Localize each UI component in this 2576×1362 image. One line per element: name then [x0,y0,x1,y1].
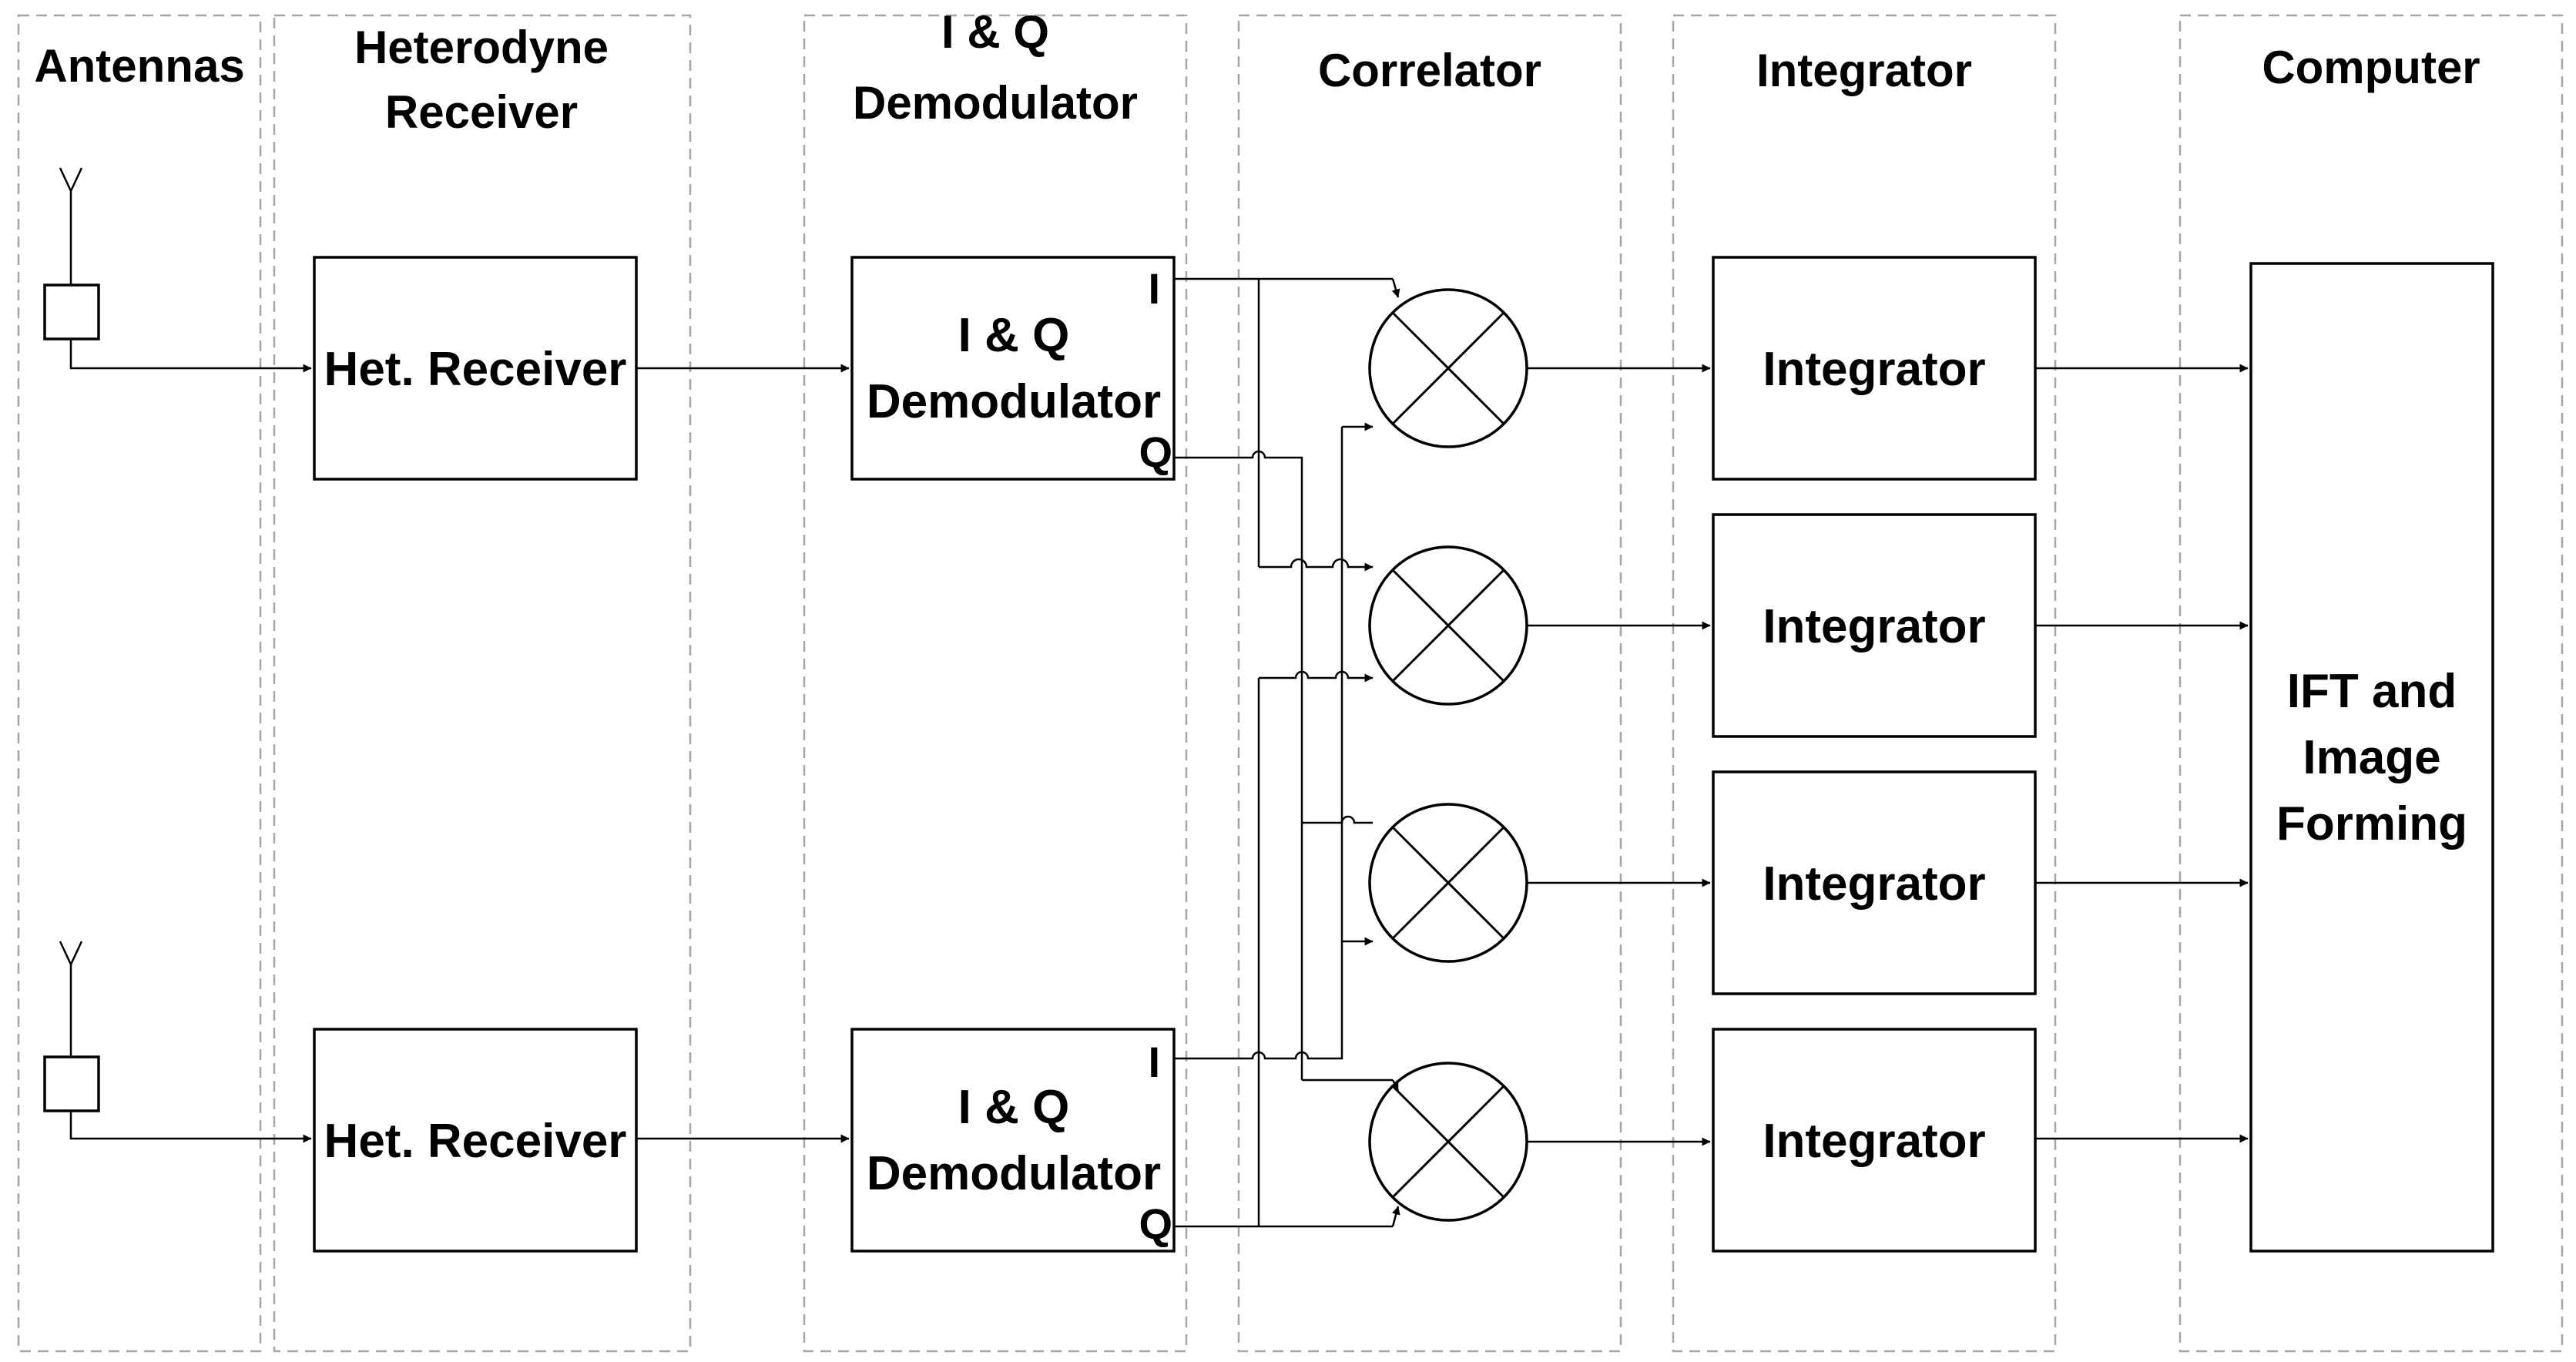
het-receiver-top [313,256,638,481]
port-q-bottom: Q [1139,1199,1172,1248]
integrator-3 [1712,770,2037,995]
heterodyne-panel [273,14,692,1353]
mixer-2 [1368,545,1528,706]
het-receiver-bottom-label: Het. Receiver [324,1115,627,1168]
header-iq-line1: I & Q [941,6,1049,58]
iq-demodulator-top-label-line2: Demodulator [867,375,1161,428]
integrator-1-label: Integrator [1763,343,1985,396]
computer-panel [2179,14,2564,1353]
correlator-panel [1237,14,1622,1353]
mixer-4 [1368,1062,1528,1222]
iq-demodulator-top [850,256,1176,481]
integrator-2 [1712,513,2037,738]
computer-label-line2: Image [2303,731,2440,784]
signal-wires [69,277,2249,1228]
port-q-top: Q [1139,428,1172,476]
iq-demodulator-top-label-line1: I & Q [958,309,1070,362]
antennas-panel [17,14,262,1353]
iq-panel [803,14,1188,1353]
antenna-icon-bottom [43,941,100,1112]
port-i-top: I [1148,264,1160,313]
integrator-3-label: Integrator [1763,857,1985,911]
header-iq-line2: Demodulator [853,77,1138,129]
integrator-4 [1712,1028,2037,1253]
header-correlator: Correlator [1318,45,1541,96]
header-antennas: Antennas [34,40,244,92]
integrator-2-label: Integrator [1763,600,1985,653]
het-receiver-bottom [313,1028,638,1253]
port-i-bottom: I [1148,1038,1160,1086]
computer-box [2249,262,2494,1253]
mixer-3 [1368,803,1528,963]
header-computer: Computer [2262,42,2480,93]
integrator-4-label: Integrator [1763,1115,1985,1168]
iq-demodulator-bottom-label-line1: I & Q [958,1081,1070,1134]
integrator-panel [1672,14,2057,1353]
header-heterodyne-line1: Heterodyne [354,22,609,73]
antenna-icon-top [43,167,100,340]
computer-label-line1: IFT and [2287,665,2457,718]
computer-label-line3: Forming [2276,797,2467,850]
mixer-1 [1368,288,1528,448]
iq-demodulator-bottom [850,1028,1176,1253]
header-heterodyne-line2: Receiver [385,86,578,138]
iq-demodulator-bottom-label-line2: Demodulator [867,1147,1161,1200]
header-integrator: Integrator [1756,45,1972,96]
het-receiver-top-label: Het. Receiver [324,343,627,396]
